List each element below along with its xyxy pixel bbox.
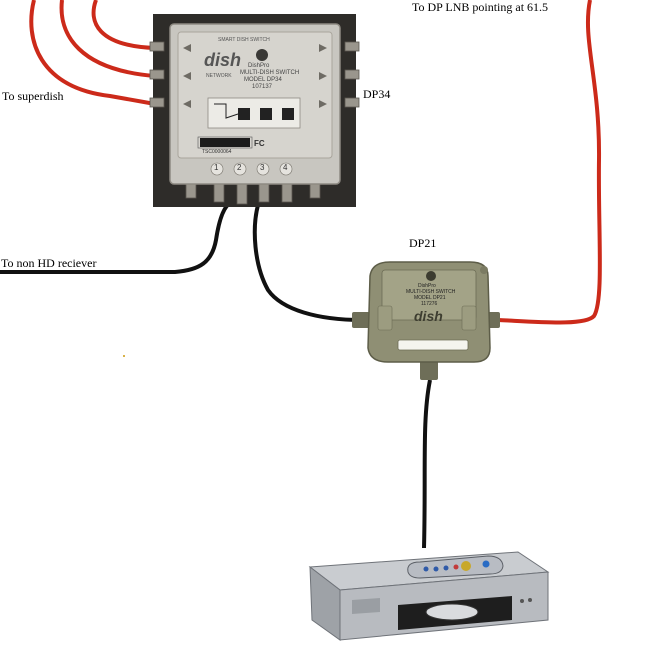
dp21-line1: DishPro [418,283,436,289]
dp21-line2: MULTI-DISH SWITCH [406,289,456,295]
superdish-cable-1 [29,0,156,106]
dp34-serial: TSC0000064 [202,149,232,155]
superdish-cable-2 [59,0,156,78]
dp34-port-4: 4 [283,163,288,172]
dp34-port-2: 2 [237,163,242,172]
dp34-line3: MODEL DP34 [244,77,282,83]
label-dp21: DP21 [409,236,437,250]
dp34-line4: 107137 [252,84,273,90]
dp34-to-dp21-cable [252,204,363,322]
dp21-line3: MODEL DP21 [414,295,446,301]
dp21-switch [352,261,500,380]
dp34-brand: dish [204,50,242,70]
label-dp34: DP34 [363,87,391,101]
stray-dot [123,355,125,357]
lnb-cable [497,0,602,325]
dp34-brand-sub: NETWORK [206,73,232,79]
non-hd-cable [0,200,233,274]
label-to-non-hd: To non HD reciever [1,256,97,270]
label-to-dp-lnb: To DP LNB pointing at 61.5 [412,0,549,14]
label-to-superdish: To superdish [2,89,64,103]
dp34-line2: MULTI-DISH SWITCH [240,70,300,76]
remote-control [407,555,504,579]
dp34-line1: DishPro [248,63,270,69]
dp34-port-3: 3 [260,163,265,172]
dp21-line4: 117276 [421,301,438,307]
dp34-top-text: SMART DISH SWITCH [218,37,270,43]
dp34-switch [149,14,360,207]
dp21-brand: dish [414,308,443,324]
dp34-fcc: FC [254,139,265,148]
superdish-cable-3 [91,0,156,50]
dp21-to-receiver-cable [422,379,432,549]
dp34-port-1: 1 [214,163,219,172]
